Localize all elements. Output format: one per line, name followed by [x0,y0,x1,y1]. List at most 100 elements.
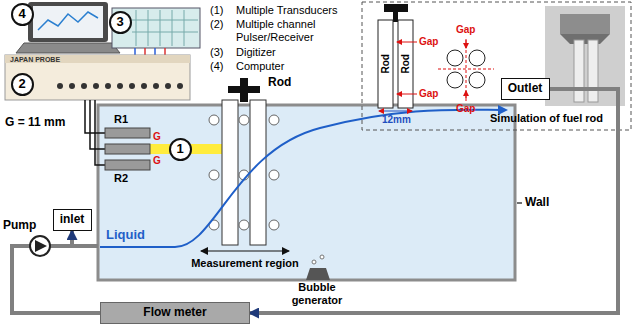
caption-label: Simulation of fuel rod [490,112,603,125]
gap-arrow [397,42,417,43]
outlet-box: Outlet [501,78,550,100]
bubble [269,220,279,230]
gap-arrow [397,94,417,95]
part-name: Multiple channel Pulser/Receiver [236,18,336,43]
rod [398,20,413,108]
callout-number: 4 [11,3,34,26]
gap-arrow [466,39,467,48]
rod-section [447,72,463,88]
gap-label: Gap [456,24,475,36]
part-label: Bubble generator [285,281,349,306]
transducer [105,128,150,138]
node-text: Flow meter [143,306,206,320]
measurement-arrow [201,250,289,251]
node-text: 1 [176,142,183,157]
port [141,83,147,89]
port [129,83,135,89]
bubble [209,115,219,125]
port [117,83,123,89]
ports [57,83,183,89]
rod [378,20,393,108]
port [57,83,63,89]
rod-label: Rod [380,54,392,73]
laptop-display [33,6,103,38]
callout-number: 1 [169,138,192,161]
flow-label: Liquid [106,228,145,243]
dimension-arrow [379,111,412,112]
water-tank [98,105,515,280]
photo-rod [588,40,598,102]
port [105,83,111,89]
rod [222,100,238,245]
gap-arrow [466,91,467,101]
rod-holder [393,4,398,22]
bubble [269,115,279,125]
node-text: 3 [116,15,123,30]
list-number: (1) [210,4,223,17]
rod-grid [447,50,485,88]
port [165,83,171,89]
pulser-receiver [5,55,190,100]
gap-label: G [153,131,161,143]
bubble-generator [306,268,330,280]
transducer-wire [85,100,105,165]
brand-label: JAPAN PROBE [10,56,60,64]
rod [250,100,266,245]
screen-plot [38,12,98,30]
inset-frame [362,2,631,130]
bubbles [209,115,279,230]
laptop-screen [28,2,108,42]
rod-section [447,50,463,66]
node-text: 2 [18,77,25,92]
list-number: (3) [210,46,223,59]
photo-bracket [560,34,610,44]
callout-number: 2 [11,73,34,96]
node-text: inlet [60,213,85,227]
transducer-label: R1 [114,113,128,126]
list-number: (4) [210,60,223,73]
gap-label: G [153,155,161,167]
bubble [239,115,249,125]
fuel-rod-inset [362,2,631,130]
port [69,83,75,89]
port [153,83,159,89]
inlet-box: inlet [53,209,92,231]
bubble [269,170,279,180]
photo-bracket [560,14,610,34]
transducer [105,160,150,170]
leader-line [517,202,522,203]
part-label: Wall [525,196,549,210]
gap-label: Gap [419,88,438,100]
node-text: 4 [18,7,25,22]
part-name: Computer [236,60,284,73]
transducer [105,144,150,154]
flow-meter-box: Flow meter [100,302,250,324]
dimension-label: G = 11 mm [5,116,65,130]
pump-symbol [35,240,47,252]
bubble [239,220,249,230]
node-text: Outlet [508,82,543,96]
rod-label: Rod [400,54,412,73]
port [93,83,99,89]
callout-number: 3 [109,11,132,34]
part-name: Digitizer [236,46,276,59]
gap-label: Gap [419,36,438,48]
part-label: Pump [3,219,36,233]
dimension-label: 12mm [382,114,411,126]
pump-symbol [30,236,50,256]
port [177,83,183,89]
bubble [312,260,316,264]
list-number: (2) [210,18,223,31]
rod-section [469,72,485,88]
part-label: Rod [268,76,291,90]
bubble [209,170,219,180]
gap-centerline [438,40,494,98]
part-name: Multiple Transducers [236,4,338,17]
pipe-connector [250,89,618,313]
digitizer-grid [132,10,198,46]
pulser-case [5,55,190,100]
